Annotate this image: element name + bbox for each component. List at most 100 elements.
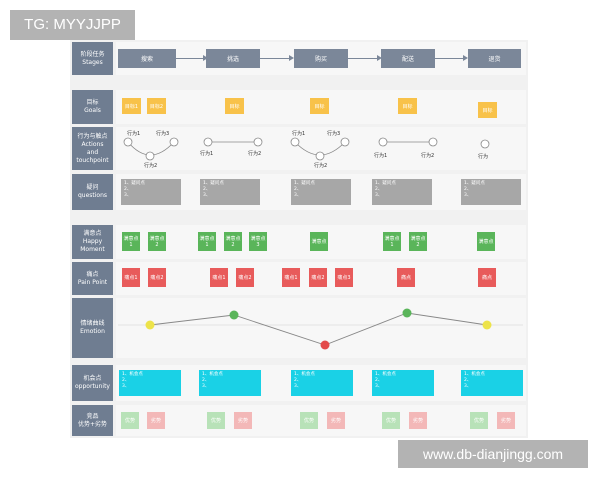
label-happy-en2: Moment (80, 246, 105, 253)
opportunity-line: 2、 (375, 378, 383, 383)
touchpoint-icon (480, 139, 490, 149)
pain-point-box: 痛点2 (148, 268, 166, 287)
opportunity-line: 1、机会点 (294, 372, 315, 377)
action-label: 行为2 (421, 153, 435, 159)
question-line: 3、 (375, 193, 383, 198)
pain-point-box: 痛点2 (236, 268, 254, 287)
label-actions-en2: and (86, 148, 99, 156)
arrow-icon (260, 55, 294, 61)
arrow-icon (348, 55, 382, 61)
label-proscons-cn: 竞品 (86, 412, 99, 420)
pain-point-box: 痛点2 (309, 268, 327, 287)
pro-box: 优势 (382, 412, 400, 429)
label-proscons-en: 优势+劣势 (77, 420, 108, 428)
stage-box: 退货 (468, 49, 521, 68)
question-line: 2、 (294, 187, 302, 192)
touchpoint-icon (378, 137, 388, 147)
touchpoint-icon (315, 151, 325, 161)
goal-box: 目标 (310, 98, 329, 114)
touchpoint-icon (428, 137, 438, 147)
happy-moment-box: 满意点2 (148, 232, 166, 251)
pain-point-box: 痛点1 (282, 268, 300, 287)
arrow-icon (435, 55, 468, 61)
pro-box: 优势 (121, 412, 139, 429)
happy-moment-box: 满意点1 (122, 232, 140, 251)
happy-moment-box: 满意点2 (224, 232, 242, 251)
action-label: 行为1 (200, 151, 214, 157)
happy-moment-box: 满意点1 (383, 232, 401, 251)
stage-box: 搜索 (118, 49, 176, 68)
question-line: 3、 (203, 193, 211, 198)
pain-point-box: 痛点 (478, 268, 496, 287)
opportunity-line: 3、 (464, 384, 472, 389)
label-opportunity: 机会点 opportunity (72, 365, 113, 401)
stage-box: 挑选 (206, 49, 260, 68)
question-line: 3、 (124, 193, 132, 198)
watermark-top-left: TG: MYYJJPP (10, 10, 135, 40)
opportunity-line: 3、 (122, 384, 130, 389)
goal-box: 目标2 (147, 98, 166, 114)
pro-box: 优势 (470, 412, 488, 429)
label-questions: 疑问 questions (72, 174, 113, 210)
happy-moment-box: 满意点1 (198, 232, 216, 251)
label-stages-en: Stages (82, 58, 103, 66)
question-line: 1、疑问点 (294, 181, 315, 186)
question-line: 1、疑问点 (124, 181, 145, 186)
touchpoint-icon (123, 137, 133, 147)
happy-moment-box: 满意点2 (409, 232, 427, 251)
label-emotion-en: Emotion (80, 328, 105, 335)
con-box: 劣势 (147, 412, 165, 429)
label-actions-en1: Actions (81, 140, 104, 148)
arrow-icon (176, 55, 208, 61)
touchpoint-icon (340, 137, 350, 147)
opportunity-line: 1、机会点 (122, 372, 143, 377)
question-line: 1、疑问点 (464, 181, 485, 186)
label-pain-cn: 痛点 (86, 270, 99, 278)
pain-point-box: 痛点3 (335, 268, 353, 287)
goal-box: 目标 (225, 98, 244, 114)
question-line: 1、疑问点 (203, 181, 224, 186)
question-line: 3、 (294, 193, 302, 198)
pro-box: 优势 (300, 412, 318, 429)
pain-point-box: 痛点1 (122, 268, 140, 287)
pro-box: 优势 (207, 412, 225, 429)
label-goals-en: Goals (84, 107, 101, 114)
label-goals: 目标 Goals (72, 90, 113, 124)
label-actions-en3: touchpoint (76, 156, 109, 164)
stage-box: 配送 (381, 49, 435, 68)
row-bg-emotion (116, 298, 526, 358)
label-happy-cn: 满意点 (83, 230, 102, 237)
label-opportunity-en: opportunity (75, 383, 110, 390)
touchpoint-icon (145, 151, 155, 161)
label-actions: 行为与触点 Actions and touchpoint (72, 127, 113, 170)
opportunity-line: 2、 (122, 378, 130, 383)
label-goals-cn: 目标 (86, 99, 99, 106)
happy-moment-box: 满意点3 (249, 232, 267, 251)
happy-face-icon (229, 310, 239, 320)
label-proscons: 竞品 优势+劣势 (72, 405, 113, 436)
label-emotion: 情绪曲线 Emotion (72, 298, 113, 358)
touchpoint-icon (253, 137, 263, 147)
watermark-bottom-right: www.db-dianjingg.com (398, 440, 588, 468)
action-label: 行为1 (127, 131, 141, 137)
action-label: 行为2 (144, 163, 158, 169)
label-opportunity-cn: 机会点 (83, 375, 102, 382)
happy-face-icon (402, 308, 412, 318)
opportunity-line: 1、机会点 (202, 372, 223, 377)
happy-moment-box: 满意点 (477, 232, 495, 251)
action-label: 行为3 (327, 131, 341, 137)
question-line: 1、疑问点 (375, 181, 396, 186)
con-box: 劣势 (234, 412, 252, 429)
con-box: 劣势 (497, 412, 515, 429)
label-emotion-cn: 情绪曲线 (80, 320, 105, 327)
opportunity-line: 3、 (375, 384, 383, 389)
opportunity-line: 3、 (294, 384, 302, 389)
